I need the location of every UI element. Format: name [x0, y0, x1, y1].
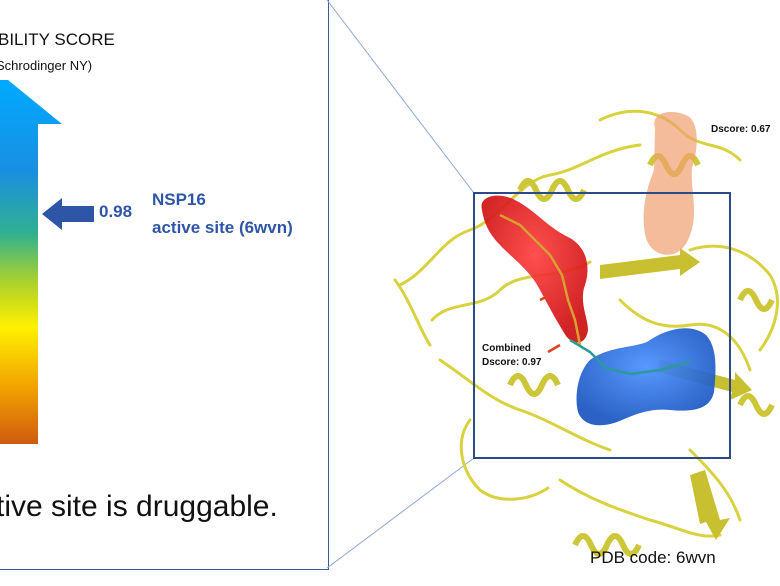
site-description: active site (6wvn)	[152, 218, 293, 237]
pocket-red	[481, 195, 588, 343]
ligand-sticks	[499, 213, 691, 376]
orange-pocket-label: Dscore: 0.67	[711, 124, 771, 135]
score-value: 0.98	[99, 202, 133, 221]
site-name: NSP16	[152, 190, 206, 209]
zoom-line-top	[326, 0, 475, 194]
combined-label: Combined	[482, 343, 531, 354]
pdb-code: PDB code: 6wvn	[590, 548, 716, 567]
zoom-line-bottom	[326, 457, 475, 569]
panel-subtitle: Schrodinger NY)	[0, 58, 93, 73]
panel-title: BILITY SCORE	[0, 30, 115, 49]
combined-score-label: Dscore: 0.97	[482, 357, 542, 368]
pointer-arrow	[42, 198, 94, 230]
pocket-blue	[576, 328, 716, 426]
pocket-orange	[643, 112, 697, 255]
conclusion-text: tive site is druggable.	[0, 490, 278, 523]
scale-arrow-head	[0, 80, 62, 444]
score-panel	[0, 0, 329, 570]
zoom-box	[473, 192, 731, 459]
